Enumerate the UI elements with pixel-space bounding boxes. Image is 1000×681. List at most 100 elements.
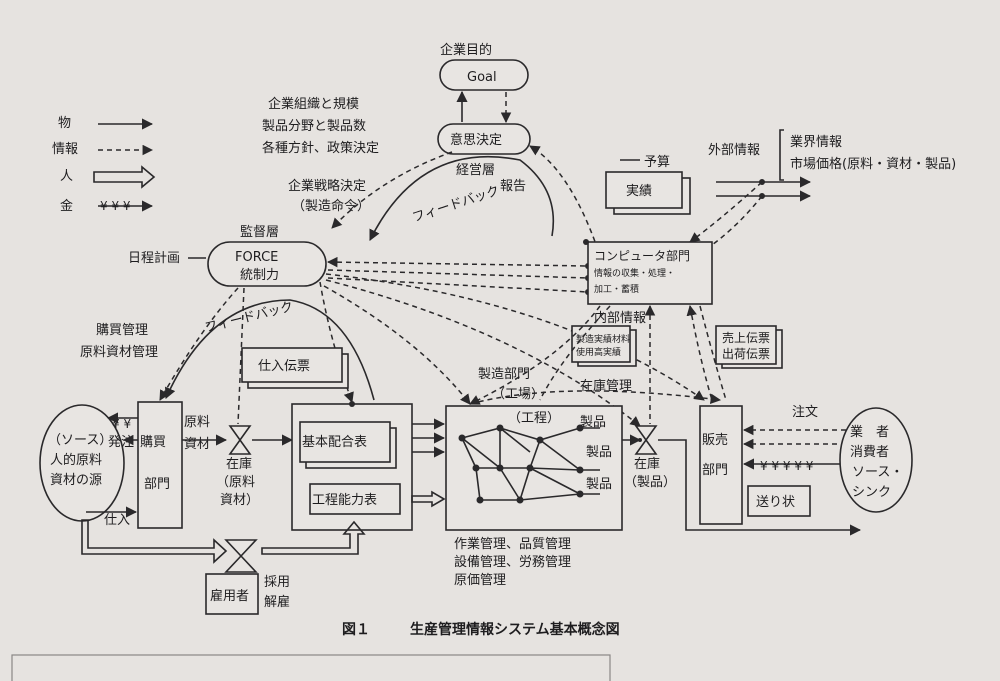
materials-line-1: 原料	[184, 415, 210, 430]
employer-valve-icon	[224, 539, 258, 573]
employer-to-source-people-arrow	[81, 519, 228, 564]
sales-doc	[715, 325, 777, 365]
feedback-arc-left	[165, 299, 375, 401]
customer-line-2: 消費者	[850, 445, 889, 460]
legend: 物 情報 人 金 ¥ ¥ ¥	[52, 116, 156, 214]
feedback-left-label: フィードバック	[203, 299, 295, 336]
order-in-label: 注文	[792, 405, 818, 420]
customer-node	[839, 407, 913, 513]
intake-label: 仕入	[104, 513, 130, 528]
employer-label: 雇用者	[210, 588, 249, 604]
sales-doc-line-1: 売上伝票	[722, 330, 770, 345]
policy-line-1: 企業組織と規模	[268, 96, 359, 112]
money-marks-right: ¥ ¥ ¥ ¥ ¥	[760, 459, 814, 473]
force-computer-link-1	[326, 256, 589, 268]
schedule-label: 日程計画	[128, 250, 180, 266]
source-line-1: （ソース）	[48, 433, 112, 448]
internal-info-label: 内部情報	[594, 310, 646, 326]
legend-money-marks: ¥ ¥ ¥	[100, 199, 131, 213]
factory-out-dot	[638, 438, 642, 442]
force-line-2: 統制力	[240, 268, 279, 283]
computer-line-3: 加工・蓄積	[594, 283, 639, 295]
external-computer-link-1	[689, 181, 763, 243]
force-sales-link	[325, 273, 705, 401]
management-line-1: 作業管理、品質管理	[454, 536, 571, 552]
computer-corner-dot	[583, 239, 589, 245]
sales-doc-line-2: 出荷伝票	[722, 347, 770, 361]
goal-label: Goal	[467, 70, 497, 85]
goal-node	[439, 59, 529, 91]
policy-line-5: （製造命令）	[292, 198, 370, 214]
computer-factory-link	[469, 305, 601, 405]
employer-hire: 採用	[264, 575, 290, 590]
computer-factory-link-2	[539, 305, 611, 401]
employer-node	[205, 573, 259, 615]
policy-line-4: 企業戦略決定	[288, 178, 366, 194]
stock-mgmt-label: 在庫管理	[580, 379, 632, 394]
capacity-table-doc	[309, 483, 401, 515]
source-line-2: 人的原料	[50, 452, 102, 468]
employer-to-factory-people-arrow	[261, 520, 366, 555]
external-label: 外部情報	[708, 143, 760, 158]
raw-stock-line-2: （原料	[216, 475, 255, 490]
capacity-table-label: 工程能力表	[312, 493, 377, 508]
raw-stock-valve-icon	[228, 425, 252, 455]
raw-stock-line-3: 資材）	[220, 493, 259, 508]
product-stock-valve-icon	[634, 425, 658, 455]
table-top-dot	[349, 401, 355, 407]
stock-mgmt-arc	[469, 390, 722, 405]
product-label-1: 製品	[580, 415, 606, 430]
management-line-3: 原価管理	[454, 573, 506, 588]
computer-sales-link-2	[699, 305, 727, 401]
product-label-2: 製品	[586, 445, 612, 460]
order-dashed-arrow	[331, 151, 453, 229]
purchase-mgmt-line-1: 購買管理	[96, 323, 148, 338]
force-node	[207, 241, 327, 287]
purchase-mgmt-line-2: 原料資材管理	[80, 345, 158, 360]
force-line-1: FORCE	[235, 250, 278, 265]
force-purchase-link	[159, 287, 239, 401]
purchase-dept-node	[137, 401, 183, 529]
caption-title: 生産管理情報システム基本概念図	[410, 621, 620, 638]
decision-label: 意思決定	[450, 132, 502, 148]
external-brace	[779, 129, 784, 181]
legend-people-arrow	[93, 165, 156, 189]
customer-line-4: シンク	[852, 485, 891, 500]
factory-process-label: （工程）	[508, 411, 560, 426]
force-factory-link	[323, 285, 471, 405]
report-arrow	[529, 145, 599, 251]
computer-line-2: 情報の収集・処理・	[594, 267, 675, 279]
money-marks-left: ¥ ¥	[112, 417, 131, 431]
sales-dept-line-1: 販売	[702, 432, 728, 448]
waybill-doc	[747, 485, 811, 517]
legend-info-label: 情報	[52, 142, 78, 157]
raw-stock-line-1: 在庫	[226, 457, 252, 472]
order-out-label: 発注	[108, 435, 134, 450]
feedback-arc-top	[369, 156, 555, 242]
management-layer-label: 経営層	[456, 163, 495, 178]
waybill-label: 送り状	[756, 495, 795, 510]
legend-people-label: 人	[60, 169, 73, 184]
force-product-stock-link	[325, 279, 641, 427]
external-line-2: 市場価格(原料・資材・製品)	[790, 156, 956, 172]
product-stock-line-1: 在庫	[634, 457, 660, 472]
report-label: 報告	[500, 179, 526, 194]
product-label-3: 製品	[586, 477, 612, 492]
sales-dept-line-2: 部門	[702, 463, 728, 478]
purchase-dept-line-1: 購買	[140, 435, 166, 450]
customer-line-3: ソース・	[852, 465, 903, 480]
product-to-customer	[658, 439, 862, 536]
base-table-label: 基本配合表	[302, 435, 367, 450]
source-line-3: 資材の源	[50, 473, 102, 488]
product-stock-line-2: （製品）	[624, 475, 676, 490]
process-network	[458, 424, 600, 504]
employer-fire: 解雇	[264, 594, 290, 610]
legend-goods-label: 物	[58, 116, 71, 131]
purchase-slip-label: 仕入伝票	[258, 359, 310, 374]
force-computer-link-3	[327, 277, 589, 293]
caption-number: 図１	[342, 622, 370, 638]
policy-line-3: 各種方針、政策決定	[262, 140, 379, 156]
factory-line-1: 製造部門	[478, 367, 530, 382]
usage-doc-line-2: 使用高実績	[576, 346, 621, 358]
usage-doc-line-1: 製造実績材料	[576, 333, 630, 345]
